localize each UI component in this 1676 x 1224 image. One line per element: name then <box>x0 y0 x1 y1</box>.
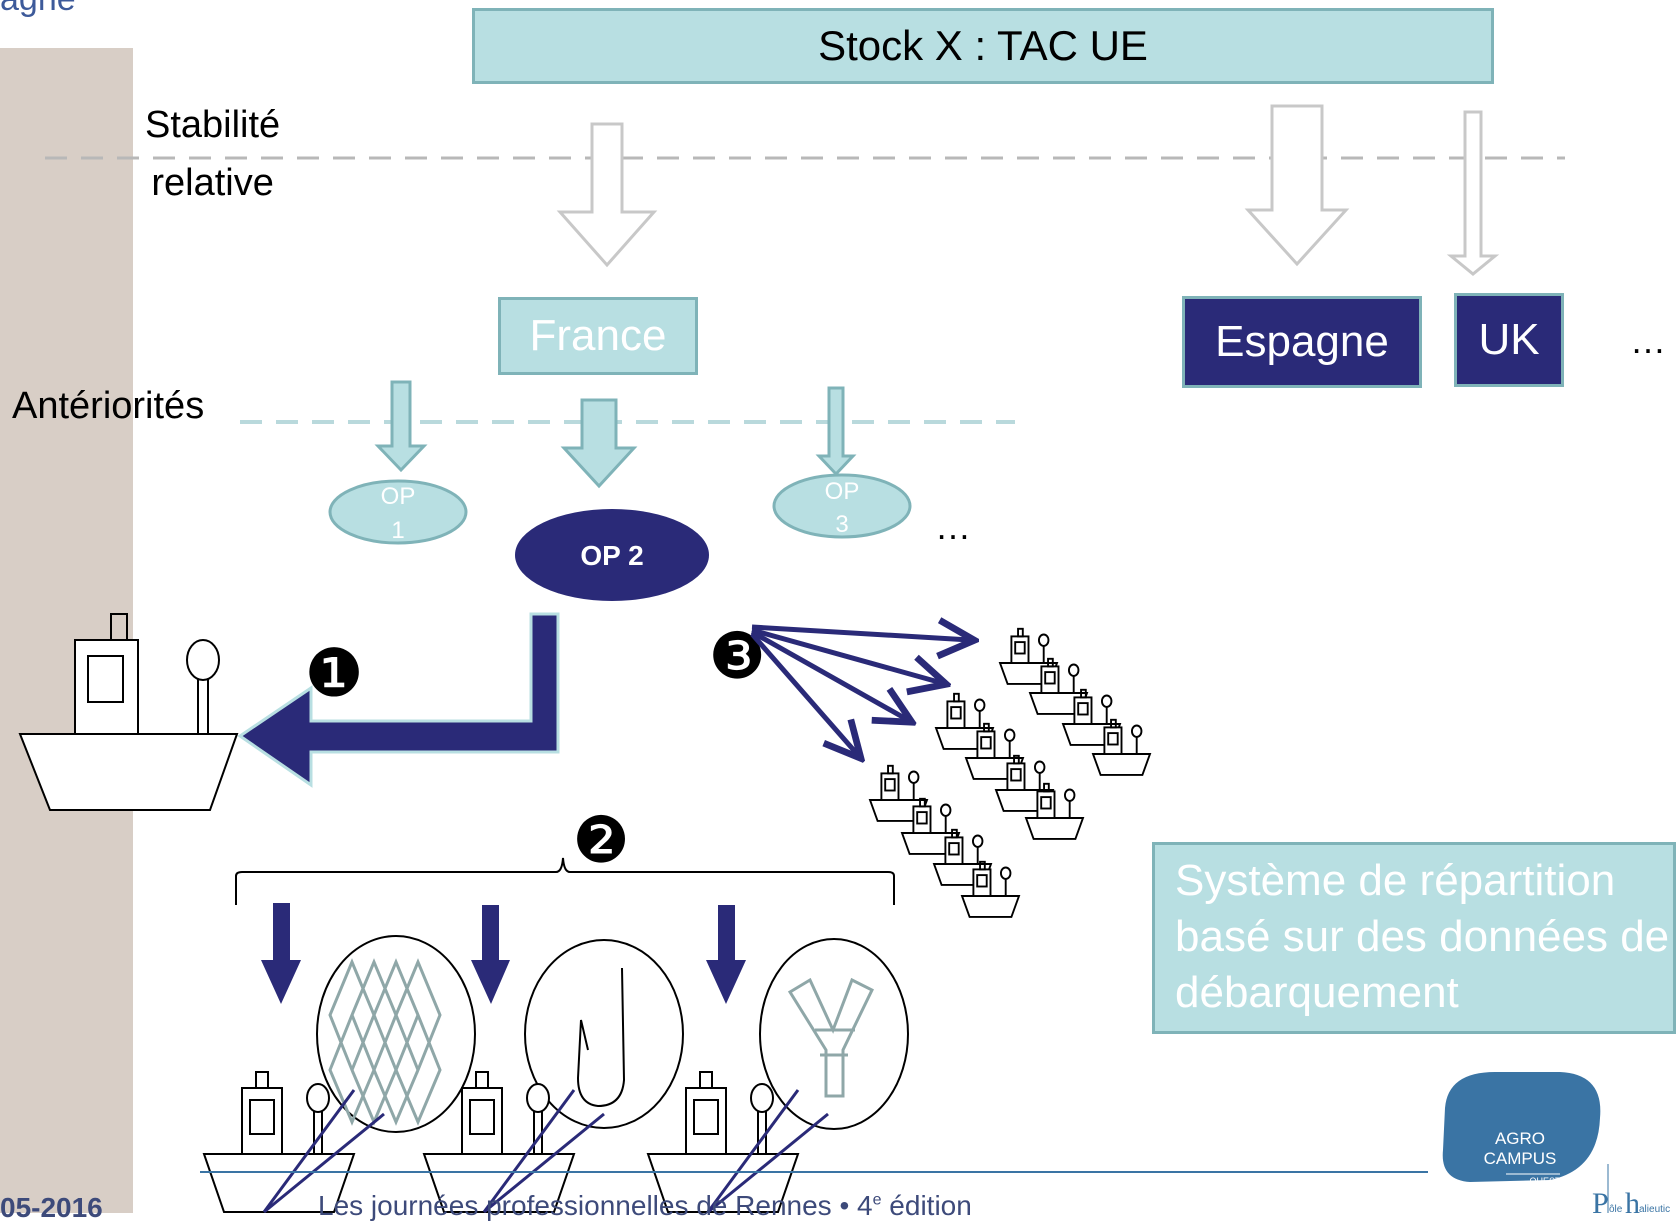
country-box-uk: UK <box>1454 293 1564 387</box>
small-vessel-8 <box>1024 782 1085 840</box>
gear-vessels <box>202 1071 829 1213</box>
france-to-op2-arrow <box>560 398 638 489</box>
svg-text:P: P <box>1592 1187 1609 1213</box>
footer-event-prefix: Les journées professionnelles de Rennes … <box>318 1190 873 1221</box>
small-vessel-10 <box>900 797 961 855</box>
op3-label-line2: 3 <box>835 511 848 538</box>
pole-halieutique-logo: P ôle h alieutic <box>1592 1164 1670 1213</box>
trawl-gear-icon <box>759 938 909 1130</box>
footer-date: 05-2016 <box>0 1192 103 1223</box>
tac-to-uk-arrow <box>1446 110 1500 276</box>
gear-vessel-1 <box>202 1071 385 1213</box>
relative-stability-line2: relative <box>151 162 274 204</box>
more-op-ellipsis: … <box>935 506 971 547</box>
landing-based-allocation-callout: Système de répartition basé sur des donn… <box>1152 842 1676 1034</box>
relative-stability-label: Stabilité relative <box>145 96 280 212</box>
op2-label: OP 2 <box>580 540 643 571</box>
svg-text:AGRO: AGRO <box>1495 1129 1545 1148</box>
op1-node <box>328 479 468 545</box>
france-to-op1-arrow <box>374 380 428 473</box>
agrocampus-ouest-logo: AGRO CAMPUS OUEST <box>1442 1072 1601 1186</box>
net-gear-icon <box>316 935 476 1133</box>
svg-text:alieutic: alieutic <box>1639 1204 1670 1213</box>
small-vessel-4 <box>1091 718 1152 776</box>
anteriorities-label: Antériorités <box>12 385 205 427</box>
step-two-marker: ❷ <box>572 804 629 878</box>
footer-event-suffix: édition <box>881 1190 972 1221</box>
op3-label-line1: OP <box>825 478 860 505</box>
country-box-france: France <box>498 297 698 375</box>
svg-text:OUEST: OUEST <box>1529 1176 1561 1186</box>
svg-text:CAMPUS: CAMPUS <box>1484 1149 1557 1168</box>
stock-tac-box: Stock X : TAC UE <box>472 8 1494 84</box>
svg-text:ôle: ôle <box>1609 1204 1623 1213</box>
step-three-fan-arrows <box>750 627 970 755</box>
small-vessel-2 <box>1028 657 1089 715</box>
op1-label-line2: 1 <box>391 517 404 544</box>
gear-vessel-2 <box>422 1071 605 1213</box>
footer-event-title: Les journées professionnelles de Rennes … <box>318 1190 972 1222</box>
gear-allocation-arrows <box>261 903 746 1004</box>
op1-label-line1: OP <box>381 483 416 510</box>
footer-event-sup: e <box>872 1191 882 1209</box>
large-fishing-vessel-icon <box>18 613 239 811</box>
op2-to-vessel-arrow <box>237 612 560 788</box>
step-one-marker: ❶ <box>304 635 363 712</box>
op3-node <box>772 473 912 539</box>
relative-stability-line1: Stabilité <box>145 104 281 146</box>
tac-to-france-arrow <box>556 122 658 268</box>
france-to-op3-arrow <box>815 386 857 477</box>
step-two-brace <box>235 857 895 905</box>
svg-text:h: h <box>1625 1187 1640 1213</box>
gear-vessel-3 <box>646 1071 829 1213</box>
tac-to-spain-arrow <box>1244 104 1350 267</box>
small-vessel-12 <box>960 860 1021 918</box>
op2-node <box>515 509 709 601</box>
country-box-spain: Espagne <box>1182 296 1422 388</box>
small-vessel-fleet <box>868 627 1152 918</box>
hook-gear-icon <box>524 939 684 1129</box>
more-countries-ellipsis: … <box>1630 320 1666 361</box>
header-title-fragment: agne <box>0 0 76 19</box>
